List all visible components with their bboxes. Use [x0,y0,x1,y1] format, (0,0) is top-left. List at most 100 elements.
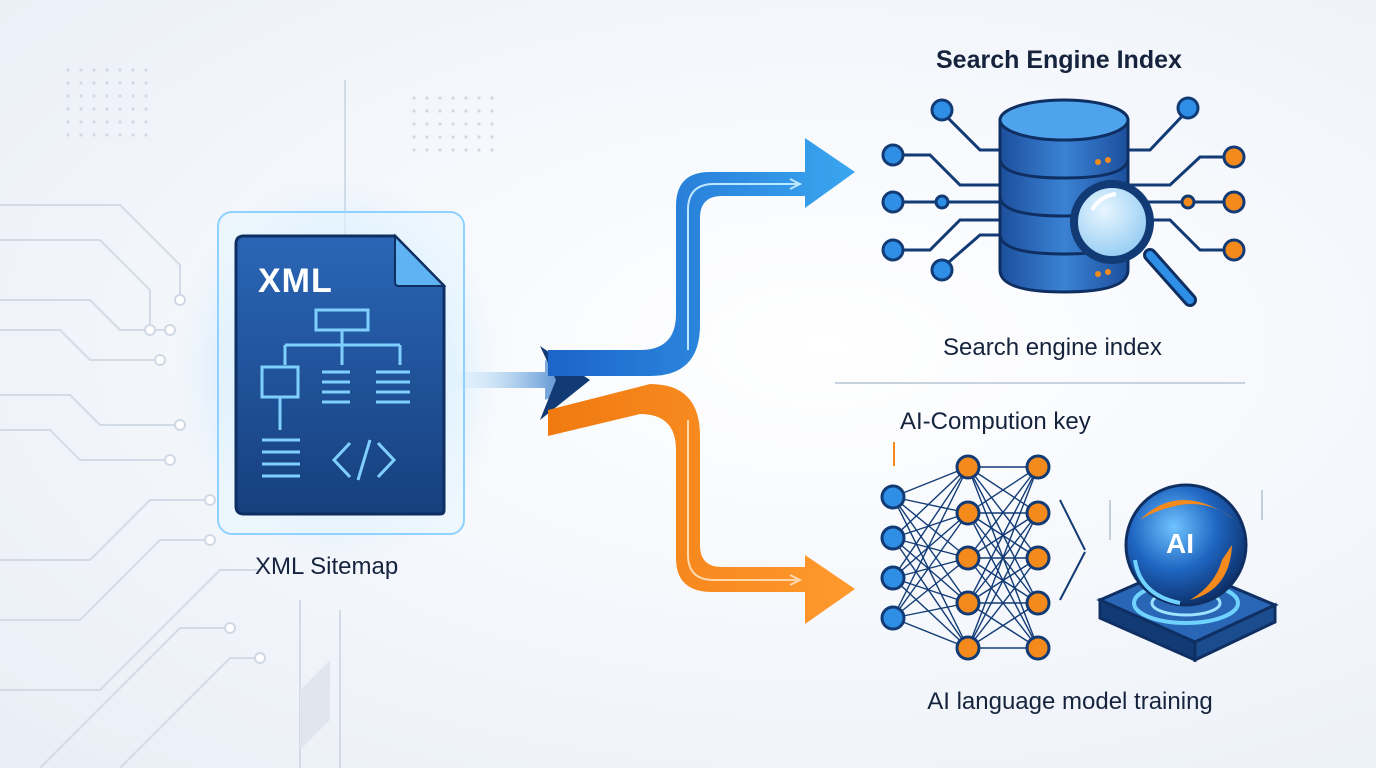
grid-dot [477,109,481,113]
magnifier-icon [1070,180,1197,307]
nn-link [892,496,969,649]
grid-dot [425,135,429,139]
grid-dot [92,133,96,137]
grid-dot [412,122,416,126]
nn-link [892,577,969,649]
nn-node [880,484,906,510]
grid-dot [92,107,96,111]
grid-dot [79,120,83,124]
grid-dot [144,120,148,124]
nn-link [892,466,969,498]
grid-dot [464,96,468,100]
grid-dot [92,94,96,98]
grid-dot [144,107,148,111]
orange-flow-arrow [548,384,855,624]
nn-link [892,466,969,579]
grid-dot [92,81,96,85]
grid-dot [118,133,122,137]
grid-dot [66,120,70,124]
nn-link [892,537,969,559]
grid-dot [412,135,416,139]
grid-dot [144,133,148,137]
grid-dot [412,148,416,152]
grid-dot [477,148,481,152]
grid-dot [105,107,109,111]
search-engine-heading: Search Engine Index [936,46,1182,74]
nn-node [955,635,981,661]
nn-link [892,557,969,579]
grid-dot [490,96,494,100]
nn-link [967,602,1039,649]
grid-dot [144,81,148,85]
nn-link [892,496,969,514]
nn-node [955,454,981,480]
blue-flow-arrow [548,138,855,376]
grid-dot [79,81,83,85]
search-engine-caption: Search engine index [943,334,1162,361]
grid-dot [451,109,455,113]
grid-dot [477,135,481,139]
grid-dot [66,107,70,111]
grid-dot [477,96,481,100]
grid-dot [105,94,109,98]
grid-dot [118,120,122,124]
nn-node [880,565,906,591]
dot-grid-left [66,68,148,137]
grid-dot [425,109,429,113]
xml-document-icon [175,175,505,565]
grid-dot [131,68,135,72]
grid-dot [105,133,109,137]
grid-dot [464,122,468,126]
grid-dot [490,109,494,113]
grid-dot [144,68,148,72]
grid-dot [464,135,468,139]
grid-dot [425,122,429,126]
nn-link [967,466,1039,649]
nn-link [892,537,969,649]
grid-dot [92,120,96,124]
nn-node [955,590,981,616]
nn-node [1025,454,1051,480]
neural-network-icon [880,454,1051,661]
grid-dot [412,96,416,100]
grid-dot [490,148,494,152]
grid-dot [144,94,148,98]
grid-dot [477,122,481,126]
grid-dot [79,107,83,111]
grid-dot [438,122,442,126]
grid-dot [131,120,135,124]
nn-link [967,512,1039,649]
nn-node [1025,590,1051,616]
grid-dot [105,81,109,85]
nn-link [967,557,1039,649]
grid-dot [118,107,122,111]
grid-dot [131,133,135,137]
nn-node [955,545,981,571]
nn-link [892,466,969,539]
nn-link [892,512,969,579]
grid-dot [79,133,83,137]
nn-link [892,512,969,619]
grid-dot [131,94,135,98]
xml-file-label: XML [258,262,333,300]
nn-node [880,525,906,551]
grid-dot [451,96,455,100]
network-nodes-search [881,96,1246,282]
nn-link [892,496,969,559]
grid-dot [118,81,122,85]
nn-output-arrows [1059,499,1086,601]
ai-chip-icon [1096,483,1279,663]
grid-dot [412,109,416,113]
grid-dot [105,68,109,72]
nn-link [892,602,969,619]
dot-grid-center [412,96,494,152]
grid-dot [438,109,442,113]
ai-model-caption: AI language model training [927,688,1213,715]
xml-sitemap-caption: XML Sitemap [255,553,399,580]
nn-link [967,466,1039,559]
grid-dot [451,122,455,126]
grid-dot [490,122,494,126]
nn-link [892,537,969,604]
grid-dot [438,135,442,139]
